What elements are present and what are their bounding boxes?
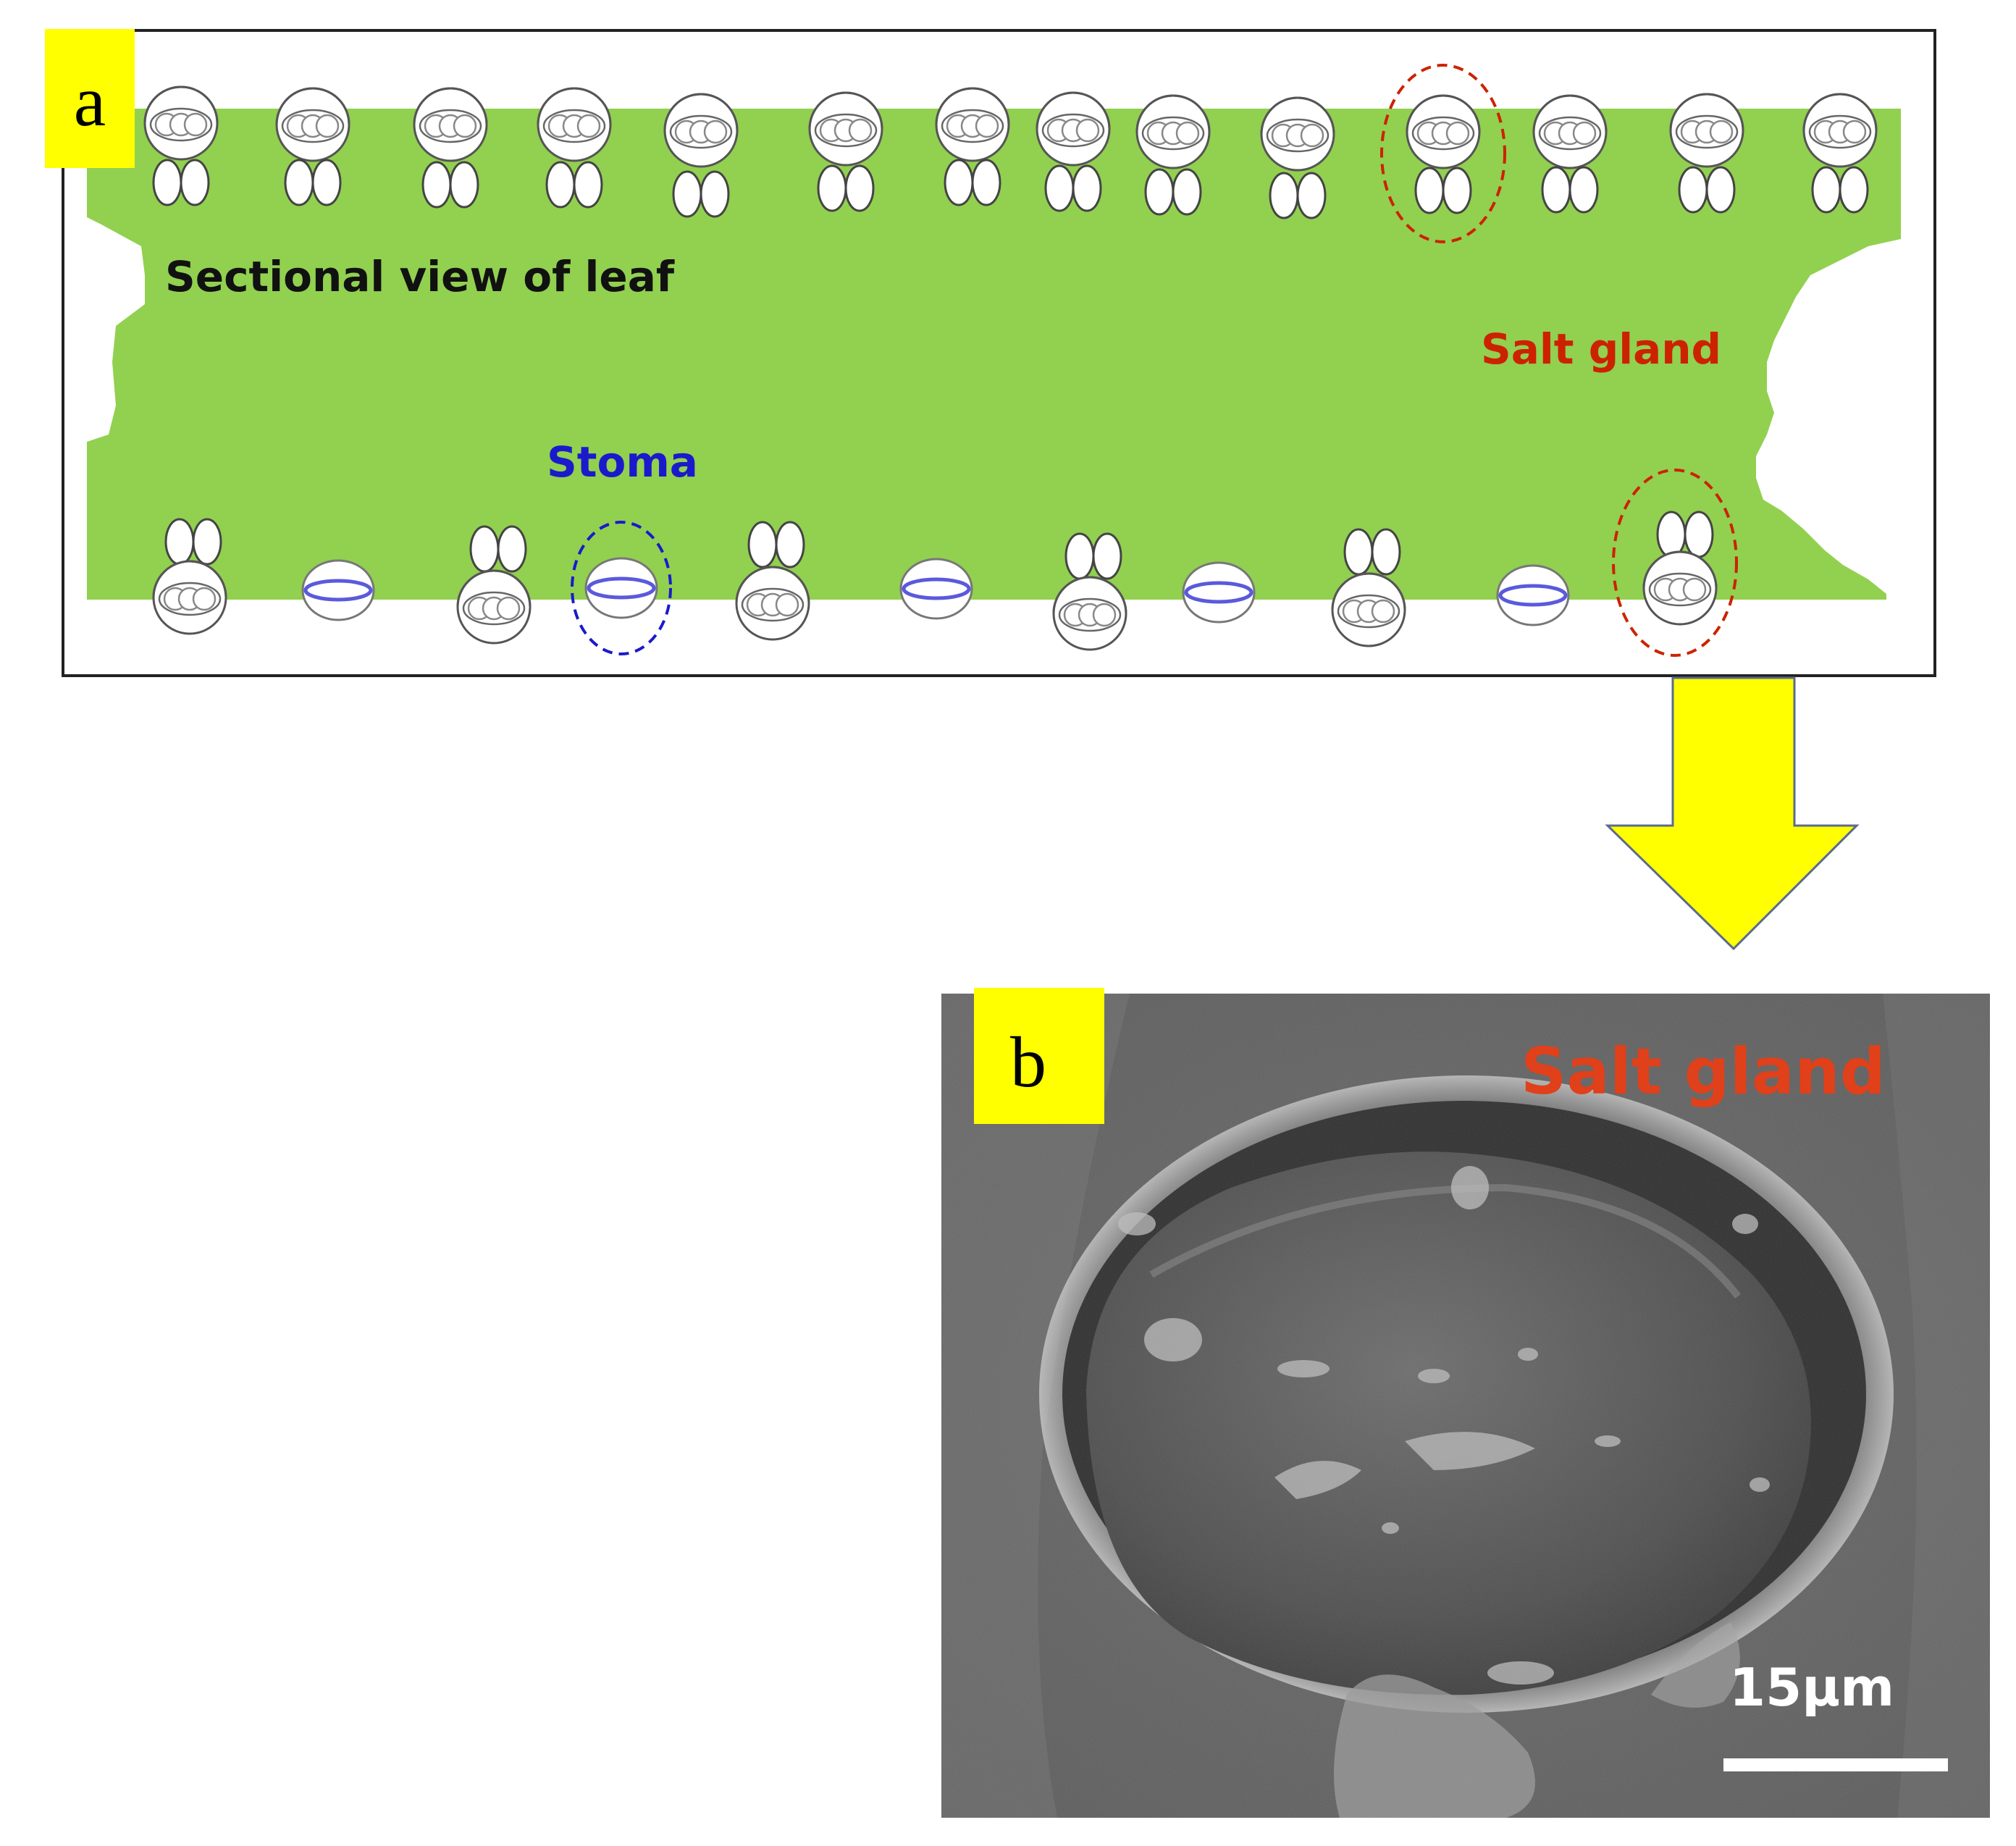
salt-gland — [413, 87, 488, 162]
down-arrow — [1605, 676, 1860, 951]
leaf-section — [87, 109, 1901, 600]
salt-gland — [808, 91, 883, 167]
salt-gland — [1802, 93, 1878, 168]
salt-gland — [152, 560, 227, 635]
salt-gland — [1532, 94, 1608, 169]
panel-b: b Salt gland 15μm — [941, 988, 1990, 1818]
salt-gland — [537, 87, 612, 162]
salt-gland — [735, 566, 810, 641]
leaf-label: Sectional view of leaf — [165, 252, 675, 301]
salt-gland — [935, 87, 1010, 162]
salt-gland — [1642, 550, 1718, 626]
salt-gland — [456, 569, 532, 645]
salt-gland — [143, 85, 219, 161]
stoma-highlight — [571, 521, 672, 655]
salt-gland — [663, 93, 739, 168]
salt-gland — [1260, 96, 1335, 172]
panel-b-letter-box — [974, 988, 1104, 1124]
stoma — [586, 558, 657, 618]
salt-gland — [1135, 94, 1211, 169]
salt-gland-label: Salt gland — [1481, 324, 1721, 374]
stoma — [1498, 566, 1568, 625]
salt-gland-highlight — [1380, 64, 1506, 243]
scale-bar-label: 15μm — [1729, 1657, 1894, 1718]
stoma — [901, 559, 972, 618]
salt-gland — [1036, 91, 1111, 167]
salt-gland — [1406, 94, 1481, 169]
salt-gland — [275, 87, 350, 162]
salt-gland — [1052, 576, 1127, 651]
salt-gland-highlight — [1612, 469, 1738, 657]
salt-gland — [1331, 572, 1406, 647]
panel-b-letter: b — [1010, 1022, 1046, 1102]
stoma-label: Stoma — [547, 437, 698, 487]
stoma — [303, 561, 374, 620]
panel-a-letter-box — [45, 29, 135, 168]
scale-bar — [1723, 1758, 1948, 1771]
panel-a: a Sectional view of leaf Salt gland Stom… — [45, 29, 1936, 677]
sem-salt-gland-label: Salt gland — [1521, 1034, 1886, 1109]
salt-gland — [1669, 93, 1744, 168]
panel-a-letter: a — [74, 61, 106, 141]
stoma — [1183, 563, 1254, 622]
